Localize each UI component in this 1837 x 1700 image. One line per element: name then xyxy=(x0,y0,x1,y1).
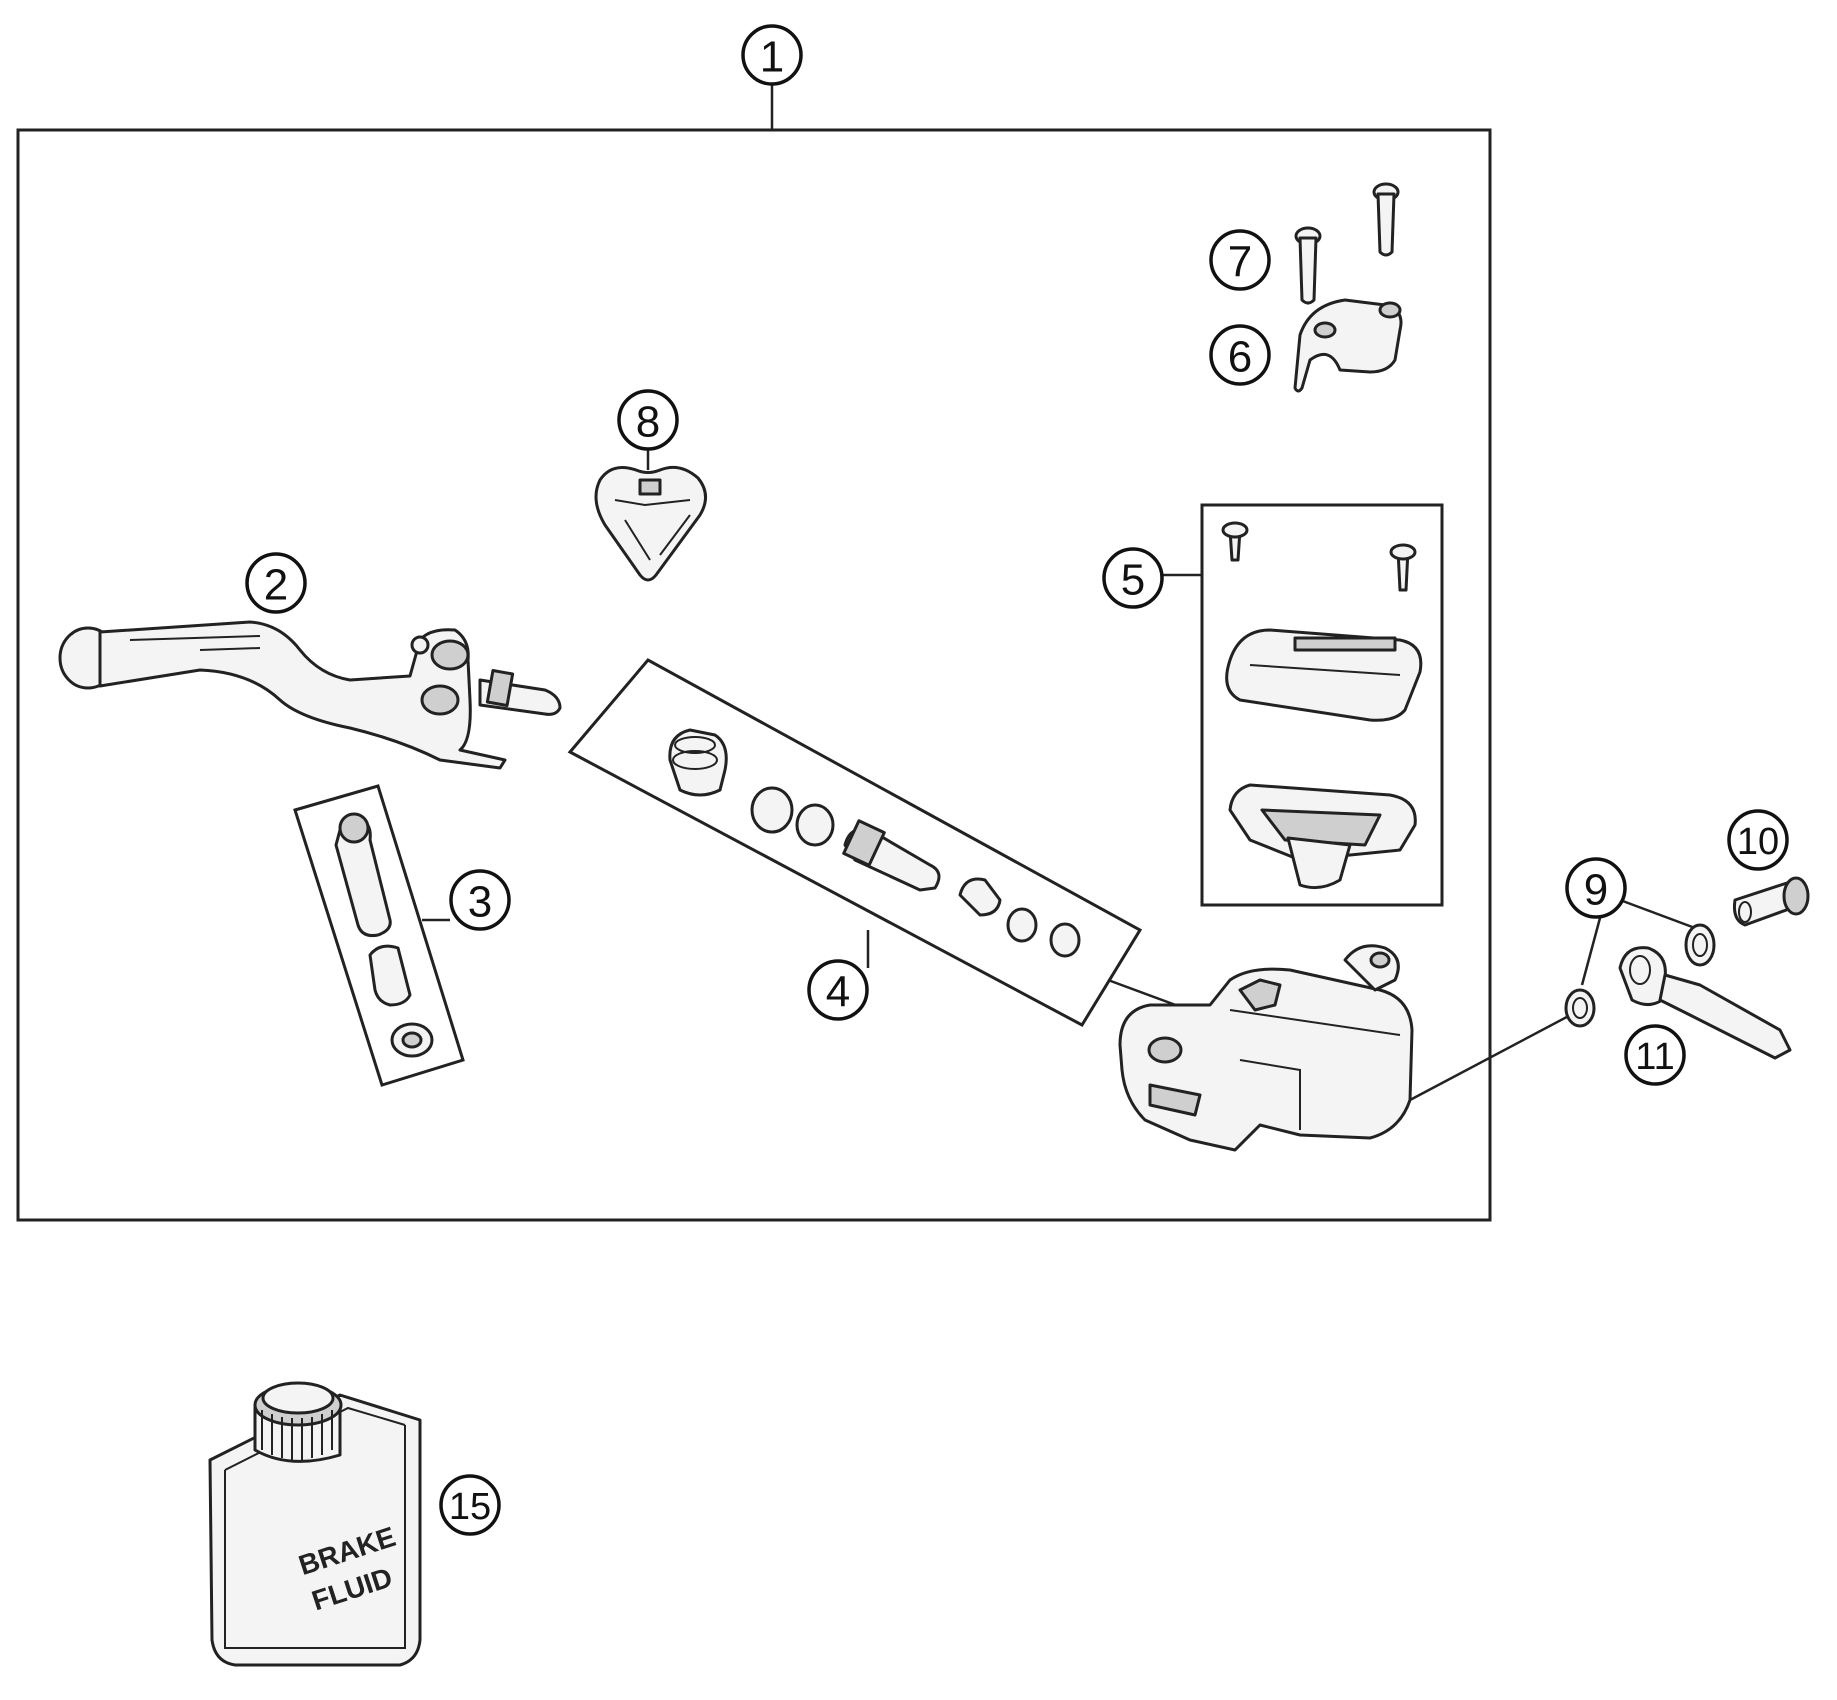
callout-1-text: 1 xyxy=(760,33,784,82)
part-7-bolts xyxy=(1294,182,1400,305)
part-9-washers xyxy=(1564,923,1716,1028)
part-15-brake-fluid-bottle: BRAKE FLUID xyxy=(208,1381,422,1667)
callout-11: 11 xyxy=(1624,1024,1686,1086)
callout-3: 3 xyxy=(449,869,511,931)
part-4-piston-kit xyxy=(567,658,1143,1027)
part-11-brake-line xyxy=(1618,946,1792,1060)
callout-6-text: 6 xyxy=(1228,333,1252,382)
callout-8-text: 8 xyxy=(636,398,660,447)
master-cylinder-body xyxy=(1118,944,1414,1152)
part-10-banjo-bolt xyxy=(1733,876,1810,927)
callout-7-text: 7 xyxy=(1228,238,1252,287)
callout-5-text: 5 xyxy=(1121,556,1145,605)
callout-7: 7 xyxy=(1209,229,1271,291)
leader-9-right xyxy=(1619,898,1696,930)
callout-2: 2 xyxy=(245,552,307,614)
callout-9-text: 9 xyxy=(1584,866,1608,915)
callout-5: 5 xyxy=(1102,547,1164,609)
part-2-lever xyxy=(58,620,562,770)
callout-4-text: 4 xyxy=(826,968,850,1017)
part-8-cap xyxy=(594,465,707,582)
callout-4: 4 xyxy=(807,959,869,1021)
part-5-cover-kit xyxy=(1200,503,1444,907)
callout-10-text: 10 xyxy=(1737,821,1779,863)
callout-11-text: 11 xyxy=(1635,1036,1674,1078)
callout-9: 9 xyxy=(1565,857,1627,919)
leader-9-washer xyxy=(1580,917,1602,986)
callout-3-text: 3 xyxy=(468,878,492,927)
callout-2-text: 2 xyxy=(264,561,288,610)
callout-15: 15 xyxy=(439,1474,501,1536)
leader-9-body xyxy=(1409,1008,1581,1102)
part-6-clamp xyxy=(1293,298,1403,393)
callout-15-text: 15 xyxy=(449,1486,491,1528)
part-3-pin-kit xyxy=(293,784,465,1087)
callout-10: 10 xyxy=(1727,809,1789,871)
callout-6: 6 xyxy=(1209,324,1271,386)
callout-1: 1 xyxy=(741,24,803,86)
assembly-frame xyxy=(16,128,1492,1222)
callout-8: 8 xyxy=(617,389,679,451)
